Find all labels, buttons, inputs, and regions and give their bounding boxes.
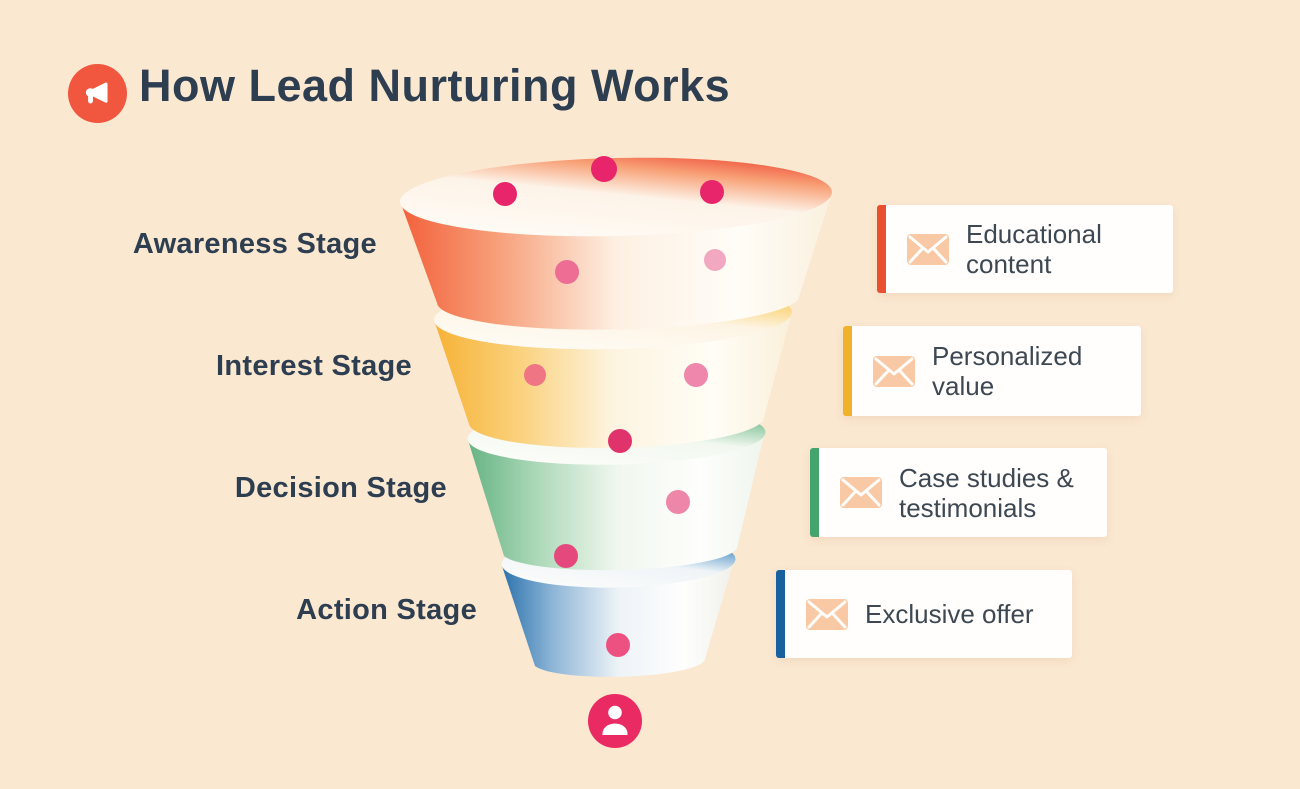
lead-dot (493, 182, 517, 206)
lead-dot (666, 490, 690, 514)
envelope-icon (806, 598, 848, 630)
envelope-icon (873, 355, 915, 387)
lead-dots (493, 156, 726, 657)
lead-dot (524, 364, 546, 386)
stage-label-decision: Decision Stage (234, 472, 447, 504)
lead-dot (608, 429, 632, 453)
card-educational-content: Educational content (877, 205, 1173, 293)
lead-dot (700, 180, 724, 204)
card-label: Educational content (966, 219, 1102, 279)
lead-dot (606, 633, 630, 657)
card-exclusive-offer: Exclusive offer (776, 570, 1072, 658)
stage-label-interest: Interest Stage (216, 350, 412, 382)
envelope-icon (907, 233, 949, 265)
page-title: How Lead Nurturing Works (139, 60, 731, 111)
funnel-stage-awareness (400, 157, 832, 330)
lead-dot (554, 544, 578, 568)
card-case-studies: Case studies & testimonials (810, 448, 1107, 537)
lead-dot (591, 156, 617, 182)
lead-dot (684, 363, 708, 387)
card-label: Case studies & testimonials (899, 462, 1074, 523)
card-label: Exclusive offer (865, 599, 1034, 629)
megaphone-icon (68, 64, 127, 123)
card-personalized-value: Personalized value (843, 326, 1141, 416)
stage-label-action: Action Stage (296, 594, 477, 626)
envelope-icon (840, 477, 882, 508)
lead-dot (704, 249, 726, 271)
stage-label-awareness: Awareness Stage (132, 228, 377, 260)
card-label: Personalized value (932, 341, 1083, 401)
person-icon (588, 694, 642, 748)
lead-dot (555, 260, 579, 284)
